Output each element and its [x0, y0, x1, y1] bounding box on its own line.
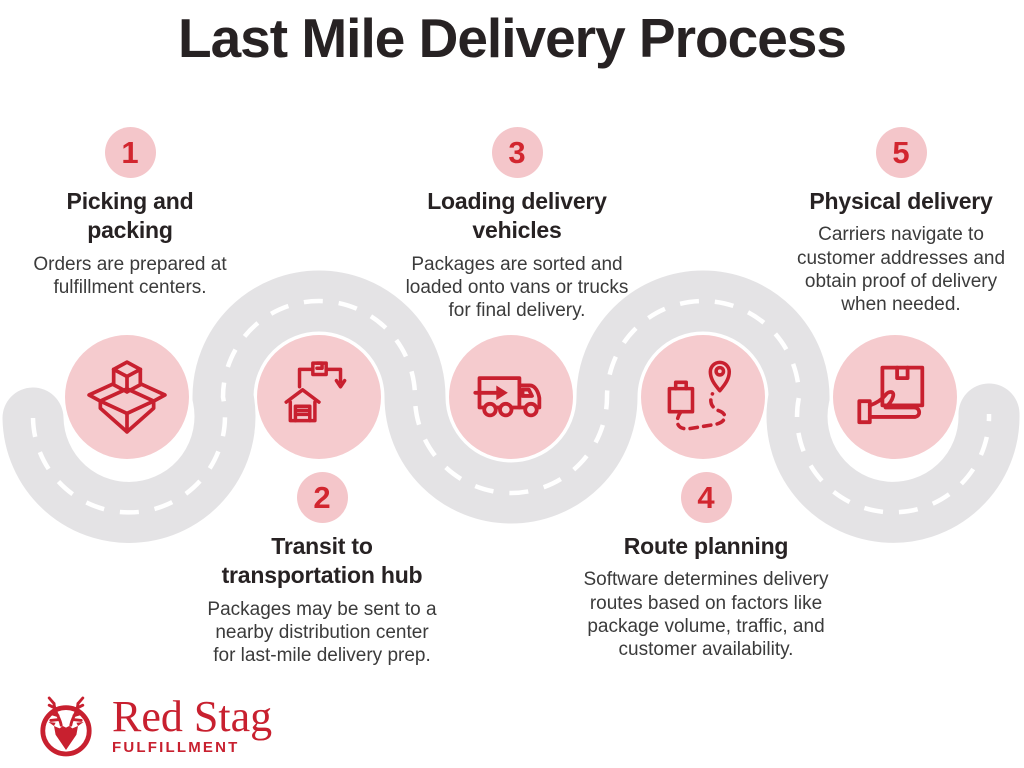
- step1-icon-circle: [65, 335, 189, 459]
- step-number: 1: [121, 135, 139, 170]
- step5-icon-circle: [833, 335, 957, 459]
- step-description: Software determines delivery routes base…: [583, 569, 829, 660]
- step-4-number-badge: 4: [680, 472, 732, 523]
- route-pin-icon: [667, 360, 732, 431]
- step-number: 2: [313, 480, 331, 515]
- step2-icon-circle: [257, 335, 381, 459]
- red-stag-logo: Red Stag FULFILLMENT: [26, 686, 272, 766]
- logo-tagline-text: FULFILLMENT: [112, 738, 240, 756]
- step-title: Physical delivery: [809, 188, 993, 214]
- step-2-number-badge: 2: [296, 472, 348, 523]
- step-description: Packages may be sent to a nearby distrib…: [207, 598, 437, 667]
- hand-box-icon: [857, 365, 925, 425]
- step-title: Route planning: [623, 533, 789, 559]
- step-1-number-badge: 1: [104, 127, 156, 178]
- step-4: 4 Route planning Software determines del…: [546, 472, 866, 661]
- step-3: 3 Loading delivery vehicles Packages are…: [386, 127, 648, 322]
- step-1: 1 Picking and packing Orders are prepare…: [5, 127, 255, 299]
- logo-brand-text: Red Stag: [112, 692, 273, 742]
- step4-icon-circle: [641, 335, 765, 459]
- step3-icon-circle: [449, 335, 573, 459]
- stag-emblem-icon: [40, 696, 92, 757]
- step-title: Picking and packing: [66, 188, 194, 244]
- step-2: 2 Transit to transportation hub Packages…: [180, 472, 464, 667]
- step-3-number-badge: 3: [491, 127, 543, 178]
- step-title: Loading delivery vehicles: [427, 188, 607, 244]
- step-number: 3: [508, 135, 526, 170]
- step-5-number-badge: 5: [875, 127, 927, 178]
- delivery-truck-icon: [473, 376, 542, 418]
- step-description: Packages are sorted and loaded onto vans…: [405, 253, 629, 322]
- step-description: Carriers navigate to customer addresses …: [796, 224, 1006, 315]
- step-number: 5: [892, 135, 910, 170]
- page-title: Last Mile Delivery Process: [178, 7, 847, 69]
- step-number: 4: [697, 480, 715, 515]
- road-center-dashes: [30, 298, 992, 515]
- open-box-icon: [87, 360, 167, 434]
- step-title: Transit to transportation hub: [221, 533, 423, 589]
- step-5: 5 Physical delivery Carriers navigate to…: [771, 127, 1024, 316]
- step-description: Orders are prepared at fulfillment cente…: [33, 253, 227, 299]
- warehouse-transfer-icon: [284, 361, 347, 423]
